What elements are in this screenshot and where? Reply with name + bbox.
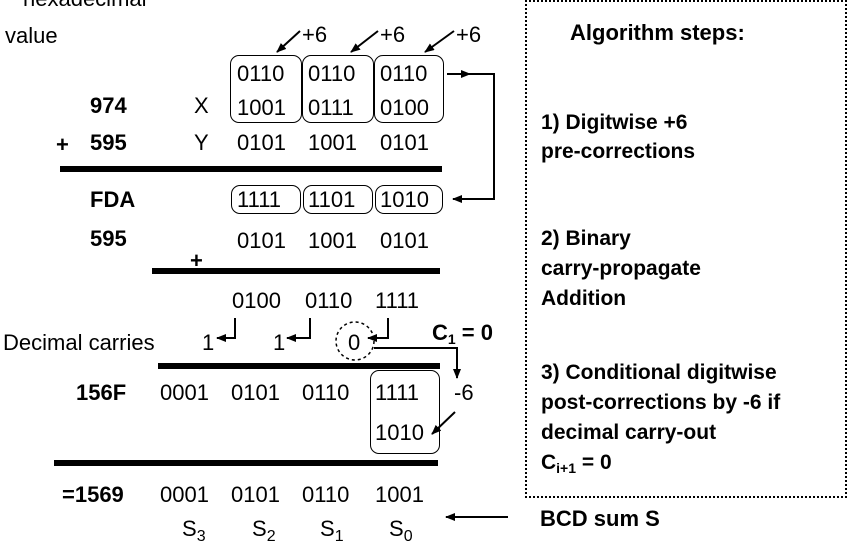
post-correction-box — [370, 370, 440, 454]
s3-label: S3 — [182, 516, 206, 545]
step3-line3: decimal carry-out — [541, 421, 717, 444]
sum-digit-0: 1111 — [375, 288, 420, 313]
step3-condition: Ci+1 = 0 — [541, 451, 612, 476]
c1-label: C1 = 0 — [432, 320, 493, 347]
result-digit-0: 1001 — [375, 482, 424, 507]
x-top-digit-2: 0110 — [237, 61, 285, 86]
step2-line3: Addition — [541, 287, 627, 310]
bcd-sum-label: BCD sum S — [540, 506, 660, 531]
sum-digit-2: 0100 — [232, 288, 281, 313]
s0-label: S0 — [389, 516, 413, 545]
y2-value: 595 — [90, 226, 127, 251]
r156f-digit-0: 1111 — [375, 380, 420, 405]
algorithm-panel — [525, 0, 847, 498]
fda-value: FDA — [90, 187, 136, 212]
r156f-digit-3: 0001 — [160, 380, 209, 405]
divider-2 — [152, 268, 440, 274]
sum-digit-1: 0110 — [305, 288, 353, 313]
step2-line1: 2) Binary — [541, 227, 631, 250]
x-digit-1: 0111 — [308, 95, 354, 120]
result-digit-2: 0101 — [231, 482, 280, 507]
correction-label-2: +6 — [302, 22, 328, 47]
arrow-loop-back — [452, 73, 495, 203]
carry-2: 1 — [273, 330, 286, 355]
carry-3: 1 — [202, 330, 215, 355]
fda-digit-1: 1101 — [308, 187, 356, 212]
fda-digit-box-2 — [231, 185, 301, 214]
header-line1: hexadecimal — [23, 0, 147, 10]
arrow-plus6-2 — [276, 30, 301, 53]
x-top-digit-1: 0110 — [308, 61, 356, 86]
y-value: 595 — [90, 130, 127, 155]
step1-line2: pre-corrections — [541, 140, 696, 163]
y2-digit-1: 1001 — [308, 228, 357, 253]
step3-line1: 3) Conditional digitwise — [541, 361, 777, 384]
divider-4 — [54, 460, 438, 466]
correction-label-0: +6 — [456, 22, 482, 47]
divider-3 — [158, 363, 440, 369]
corrected-digit: 1010 — [375, 420, 424, 445]
r156f-value: 156F — [76, 380, 127, 405]
result-value: =1569 — [62, 482, 124, 507]
y2-digit-0: 0101 — [380, 228, 429, 253]
y-digit-1: 1001 — [308, 130, 357, 155]
arrow-carry-to-correction — [374, 347, 461, 379]
s1-label: S1 — [320, 516, 344, 545]
x-top-digit-0: 0110 — [380, 61, 428, 86]
panel-title: Algorithm steps: — [570, 20, 745, 45]
fda-digit-2: 1111 — [237, 187, 282, 212]
arrow-carry-1 — [367, 318, 389, 342]
arrow-minus6 — [431, 411, 456, 435]
r156f-digit-1: 0110 — [302, 380, 350, 405]
arrow-plus6-0 — [424, 30, 455, 53]
divider-1 — [60, 166, 442, 172]
y-digit-2: 0101 — [237, 130, 286, 155]
s2-label: S2 — [252, 516, 276, 545]
y-label: Y — [194, 130, 209, 155]
fda-digit-0: 1010 — [380, 187, 429, 212]
plus-sign-2: + — [190, 248, 203, 273]
y2-digit-2: 0101 — [237, 228, 286, 253]
x-digit-box-1 — [302, 55, 374, 123]
x-value: 974 — [90, 93, 127, 118]
x-digit-box-2 — [230, 55, 302, 123]
correction-label-1: +6 — [380, 22, 406, 47]
result-digit-3: 0001 — [160, 482, 209, 507]
decimal-carries-label: Decimal carries — [3, 330, 155, 355]
x-digit-2: 1001 — [237, 95, 286, 120]
step1-line1: 1) Digitwise +6 — [541, 111, 688, 134]
arrow-carry-2 — [286, 318, 311, 342]
x-label: X — [194, 93, 209, 118]
y-plus-sign: + — [56, 132, 69, 157]
result-digit-1: 0110 — [302, 482, 350, 507]
step3-line2: post-corrections by -6 if — [541, 391, 781, 414]
carry-out-circle — [335, 321, 375, 361]
arrow-carry-3 — [216, 318, 236, 342]
step2-line2: carry-propagate — [541, 257, 701, 280]
fda-digit-box-1 — [303, 185, 373, 214]
x-digit-box-0 — [374, 55, 444, 123]
r156f-digit-2: 0101 — [231, 380, 280, 405]
y-digit-0: 0101 — [380, 130, 429, 155]
fda-digit-box-0 — [375, 185, 443, 214]
x-digit-0: 0100 — [380, 95, 429, 120]
carry-1: 0 — [348, 330, 361, 355]
arrow-plus6-1 — [350, 30, 379, 53]
header-line2: value — [5, 23, 58, 48]
minus6-label: -6 — [454, 380, 474, 405]
